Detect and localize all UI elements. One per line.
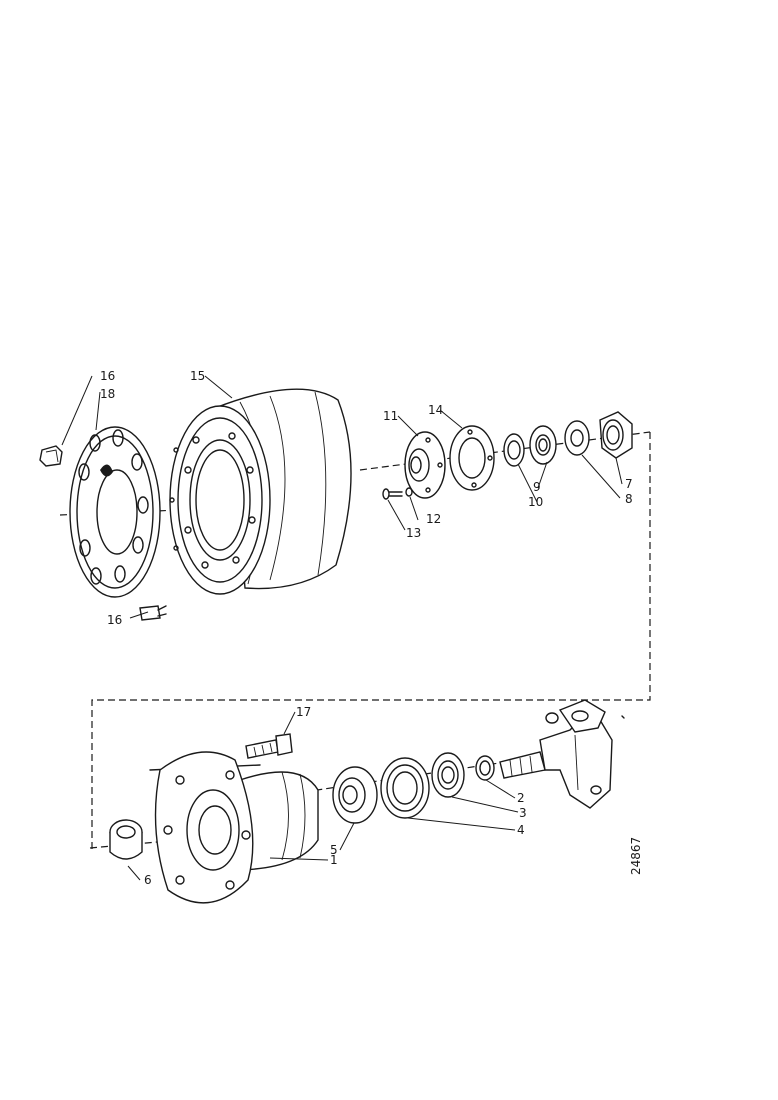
bearing-cup [380,757,430,819]
wheel-nut [39,445,63,467]
callout-15: 15 [190,369,205,383]
callout-11: 11 [383,409,398,423]
callout-16-bottom: 16 [107,613,122,627]
callout-8: 8 [625,492,633,506]
oil-seal [431,752,465,798]
callout-4: 4 [517,823,525,837]
drawing-code: 24867 [629,837,643,875]
wheel-hub [154,751,319,904]
callout-1: 1 [330,853,338,867]
callout-12: 12 [426,512,441,526]
lock-washer [503,433,525,467]
callout-3: 3 [519,806,527,820]
wheel-stud [139,605,167,621]
thrust-washer [564,420,590,456]
axle-nut [599,411,633,459]
callout-6: 6 [144,873,152,887]
callout-7: 7 [625,477,633,491]
callout-13: 13 [406,526,421,540]
leader-lines [61,375,623,881]
steering-knuckle [499,699,613,809]
hub-cap [404,431,446,499]
callout-9: 9 [533,480,541,494]
cap-screw [382,487,413,500]
spacer-ring [475,755,495,781]
callout-5: 5 [330,843,338,857]
callout-17: 17 [296,705,311,719]
callout-18: 18 [100,387,115,401]
hub-bolt [245,733,293,759]
callout-10: 10 [528,495,543,509]
callout-2: 2 [517,791,525,805]
bearing-sleeve [109,819,143,860]
connector-line [91,432,651,850]
hub-nut-inner [529,425,557,465]
stray-mark [621,715,625,719]
gasket [449,425,495,491]
inner-bearing [332,766,378,824]
callout-14: 14 [428,403,443,417]
wheel-disc [69,426,161,598]
brake-drum [169,388,352,595]
callout-16-top: 16 [100,369,115,383]
